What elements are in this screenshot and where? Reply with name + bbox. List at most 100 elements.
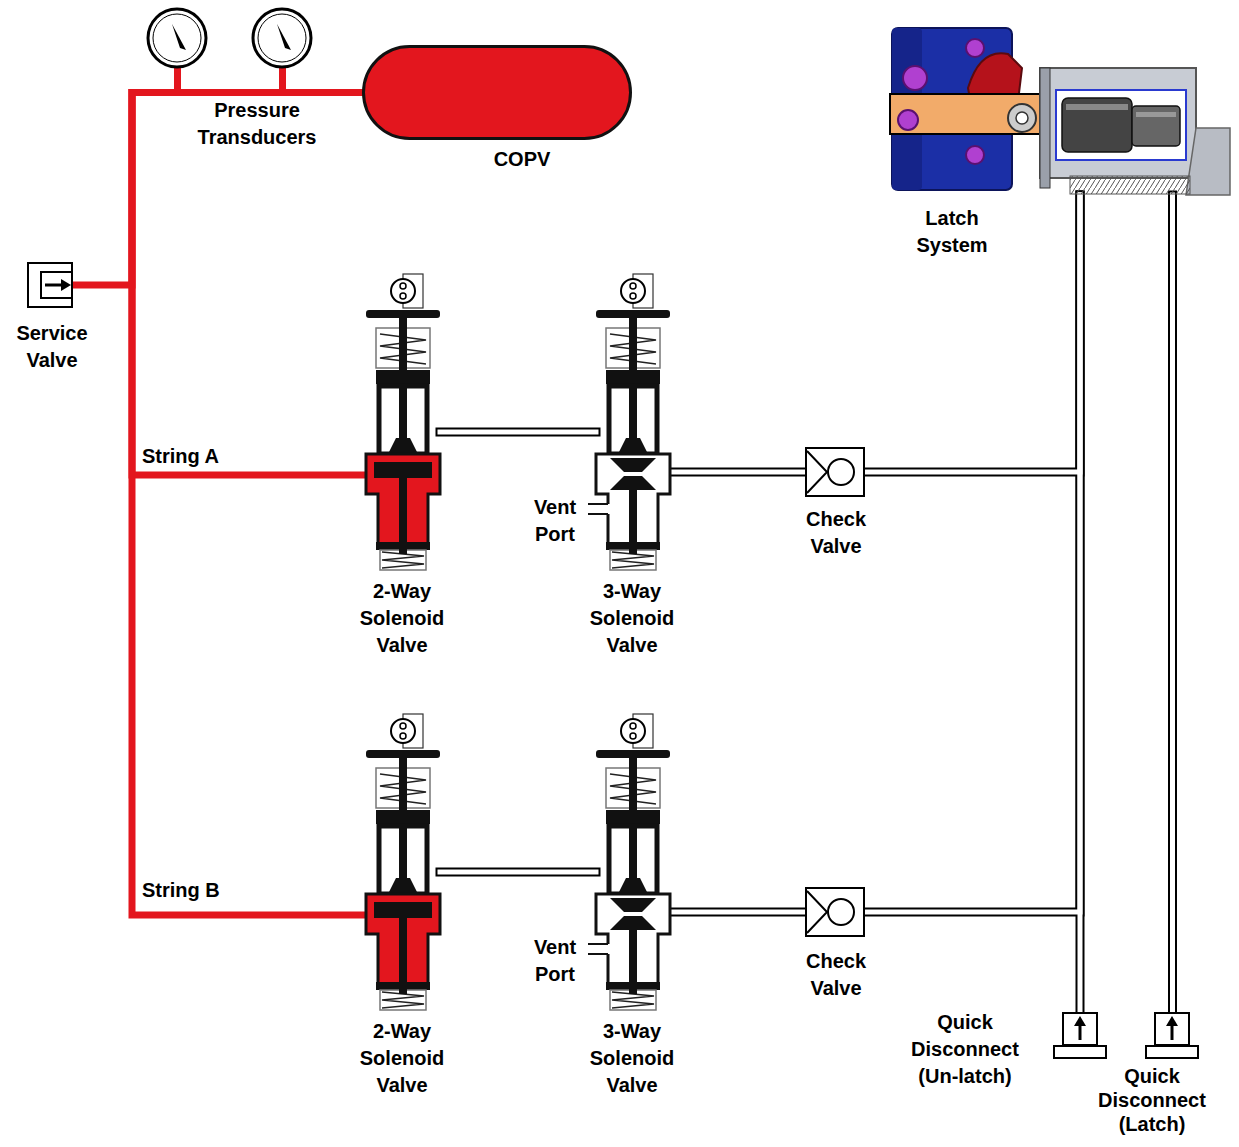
component-label: Check Valve [791, 948, 881, 1002]
component-label: Quick Disconnect (Un-latch) [903, 1009, 1028, 1090]
pipe-outline [865, 195, 1080, 912]
gauge-dial [148, 9, 206, 67]
three-way-solenoid-valve-part [629, 758, 637, 814]
pipe-outline [440, 428, 596, 437]
gauge-ring [153, 14, 201, 62]
two-way-solenoid-valve-part [366, 272, 440, 570]
pipe-outline [668, 468, 805, 477]
three-way-solenoid-valve-part [629, 930, 637, 982]
quick-disconnect-part [1145, 1012, 1200, 1060]
quick-disconnect-part [1146, 1046, 1198, 1058]
check-valve-part [805, 447, 865, 497]
gauge-needle [172, 24, 186, 50]
three-way-solenoid-valve-part [594, 504, 610, 514]
three-way-solenoid-valve-part [629, 546, 637, 554]
two-way-solenoid-valve-part [374, 902, 432, 918]
check-valve-part [828, 459, 854, 485]
latch-system-part [903, 66, 927, 90]
pressure-gauge [253, 9, 311, 92]
two-way-solenoid-valve-part [388, 878, 418, 894]
three-way-solenoid-valve: 3-Way Solenoid Valve [596, 712, 668, 1010]
three-way-solenoid-valve-part [596, 454, 670, 544]
component-label: Check Valve [791, 506, 881, 560]
gauge-ring [258, 14, 306, 62]
two-way-solenoid-valve-part [399, 824, 407, 878]
three-way-solenoid-valve-part [629, 986, 637, 994]
check-valve-part [806, 448, 864, 496]
quick-disconnect-part [1054, 1046, 1106, 1058]
two-way-solenoid-valve-part [376, 810, 430, 824]
three-way-solenoid-valve-part [630, 723, 636, 729]
three-way-solenoid-valve-part [612, 992, 654, 1008]
component-label: Service Valve [2, 320, 102, 374]
service-valve-part [45, 284, 63, 287]
two-way-solenoid-valve-part [366, 712, 440, 1010]
service-valve-part [61, 279, 71, 291]
check-valve: Check Valve [805, 447, 865, 497]
quick-disconnect-part [1053, 1012, 1107, 1060]
two-way-solenoid-valve-part [366, 310, 440, 318]
service-valve-part [41, 272, 72, 298]
gauge-dial [253, 9, 311, 67]
latch-system-part [890, 28, 1230, 195]
three-way-solenoid-valve-part [596, 894, 670, 984]
service-valve-part [27, 262, 73, 308]
three-way-solenoid-valve-part [629, 384, 637, 438]
three-way-solenoid-valve-part [596, 750, 670, 758]
latch-system-part [1016, 112, 1028, 124]
pressurized-pipe [73, 93, 362, 286]
two-way-solenoid-valve: 2-Way Solenoid Valve [366, 712, 440, 1010]
quick-disconnect: Quick Disconnect (Latch) [1145, 1012, 1200, 1060]
latch-system-part [1132, 106, 1180, 146]
three-way-solenoid-valve-part [629, 824, 637, 878]
three-way-solenoid-valve-part [610, 916, 656, 930]
component-label: 3-Way Solenoid Valve [577, 1018, 687, 1099]
vented-pipe [1078, 195, 1083, 1012]
pipe-outline [865, 195, 1080, 472]
two-way-solenoid-valve-part [400, 283, 406, 289]
latch-system-part [1008, 104, 1036, 132]
pressurized-pipe [132, 93, 366, 916]
three-way-solenoid-valve-part [594, 944, 610, 954]
service-valve-part [28, 263, 72, 307]
pipe-outline [1076, 195, 1085, 1012]
latch-system: Latch System [890, 28, 1230, 195]
vented-pipe [865, 195, 1080, 472]
callout-label: Vent Port [524, 494, 586, 548]
pipe-outline [440, 868, 596, 877]
vented-pipe [440, 430, 596, 435]
three-way-solenoid-valve-part [630, 733, 636, 739]
three-way-solenoid-valve-part [630, 293, 636, 299]
two-way-solenoid-valve-part [400, 733, 406, 739]
three-way-solenoid-valve-part [612, 552, 654, 568]
gauge-needle [277, 24, 291, 50]
two-way-solenoid-valve-part [382, 552, 424, 568]
latch-system-part [966, 146, 984, 164]
quick-disconnect-part [1063, 1013, 1097, 1045]
three-way-solenoid-valve-part [610, 458, 656, 472]
three-way-solenoid-valve-part [588, 944, 608, 954]
latch-system-part [1136, 112, 1176, 117]
callout-label: String A [142, 443, 262, 470]
component-label: COPV [482, 146, 562, 173]
service-valve: Service Valve [27, 262, 73, 308]
copv-tank-part [362, 45, 632, 140]
two-way-solenoid-valve-part [388, 438, 418, 454]
component-label: 3-Way Solenoid Valve [577, 578, 687, 659]
two-way-solenoid-valve-part [399, 478, 407, 542]
three-way-solenoid-valve-part [618, 438, 648, 454]
latch-system-part [1062, 98, 1132, 152]
copv-tank-part [364, 47, 631, 139]
two-way-solenoid-valve-part [399, 318, 407, 374]
vented-pipe [1170, 195, 1175, 1012]
latch-system-part [1056, 90, 1186, 160]
two-way-solenoid-valve-part [399, 918, 407, 982]
three-way-solenoid-valve-part [629, 490, 637, 542]
quick-disconnect: Quick Disconnect (Un-latch) [1053, 1012, 1107, 1060]
quick-disconnect-part [1166, 1016, 1178, 1026]
latch-system-part [890, 94, 1062, 134]
pipe-outline [668, 908, 805, 917]
three-way-solenoid-valve-part [610, 898, 656, 912]
three-way-solenoid-valve: 3-Way Solenoid Valve [596, 272, 668, 570]
